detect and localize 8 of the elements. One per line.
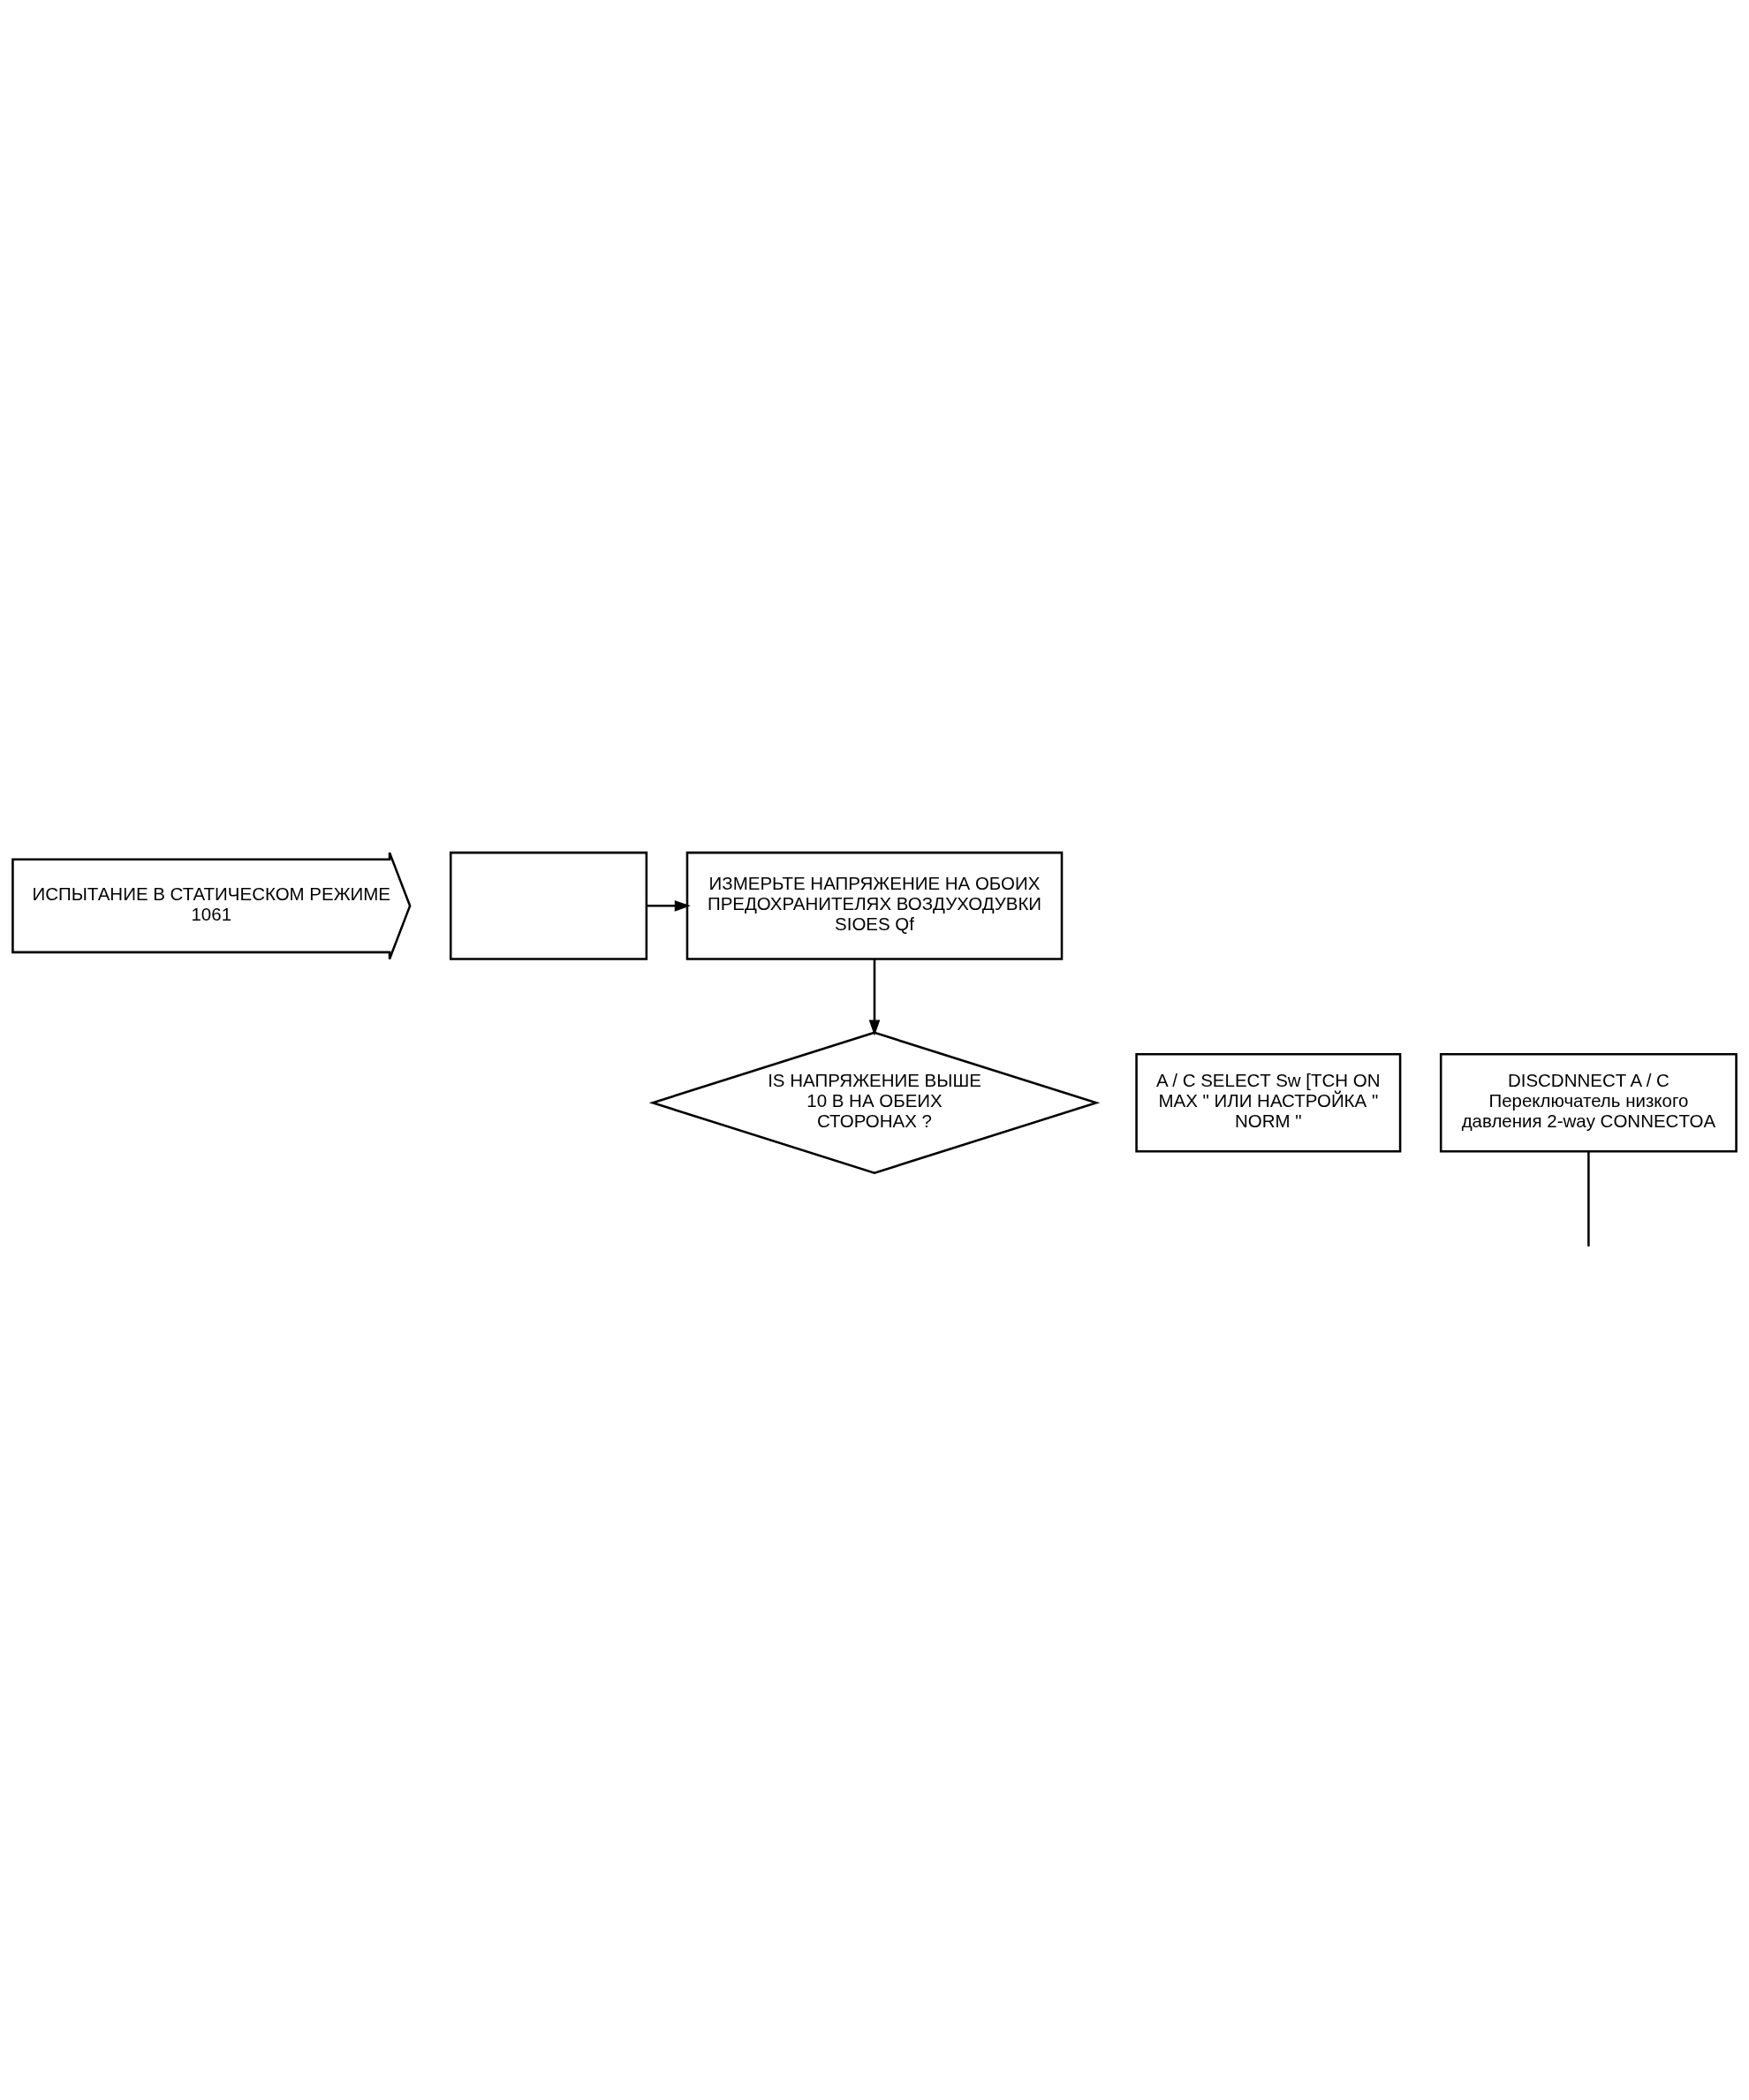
node-box: ИЗМЕРЬТЕ НАПРЯЖЕНИЕ НА ОБОИХ ПРЕДОХРАНИТЕЛЯХ ВОЗДУХОДУВКИ SIOES Qf	[685, 851, 1064, 960]
arrow	[868, 959, 881, 1036]
arrow	[647, 900, 691, 912]
connector	[1587, 1151, 1590, 1247]
node-diamond: IS НАПРЯЖЕНИЕ ВЫШЕ 10 В НА ОБЕИХ СТОРОНАХ ?	[648, 1031, 1101, 1175]
node-box: A / C SELECT Sw [TCH ON MAX " ИЛИ НАСТРОЙКА " NORM "	[1135, 1052, 1402, 1153]
node-box	[449, 851, 648, 960]
node-box: DISCDNNECT A / C Переключатель низкого давления 2-way CONNECTOA	[1439, 1052, 1738, 1153]
